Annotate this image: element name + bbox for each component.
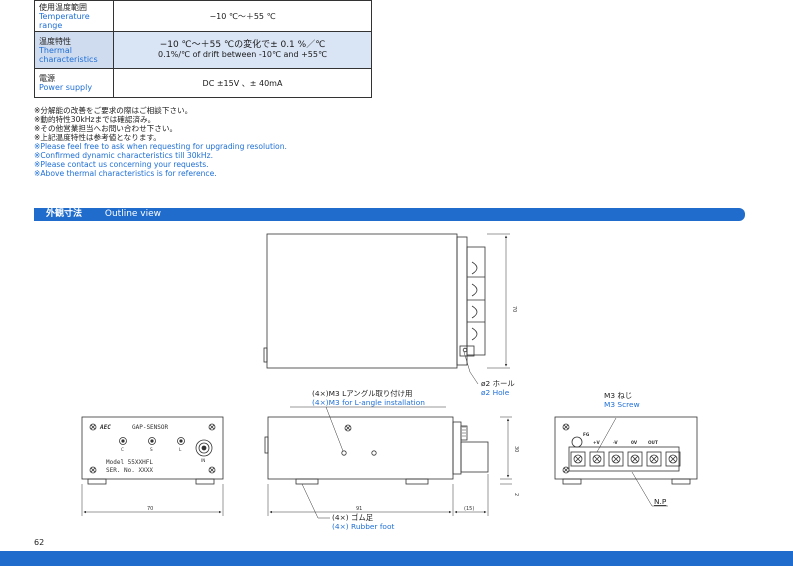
section-title-en: Outline view xyxy=(104,209,162,219)
terminal-screw-icon xyxy=(646,451,662,467)
terminal-screw-icon xyxy=(627,451,643,467)
section-title-jp: 外観寸法 xyxy=(46,209,83,219)
dim-15: (15) xyxy=(464,506,474,512)
screw-icon xyxy=(562,466,570,474)
spec-row-temperature: 使用温度範囲 Temperature range −10 ℃〜＋55 ℃ xyxy=(34,0,372,32)
terminal-screw-icon xyxy=(608,451,624,467)
section-header: 外観寸法 Outline view xyxy=(34,208,745,221)
spec-value-jp: −10 ℃〜＋55 ℃の変化で± 0.1 %／℃ xyxy=(159,40,326,50)
conn-label-in: IN xyxy=(201,458,205,463)
dim-30: 30 xyxy=(513,446,519,452)
panel-title: GAP-SENSOR xyxy=(132,424,169,431)
foot-callout-en: (4×) Rubber foot xyxy=(332,522,394,531)
spec-value: −10 ℃〜＋55 ℃の変化で± 0.1 %／℃ 0.1%/℃ of drift… xyxy=(113,31,372,69)
screw-icon xyxy=(344,424,352,432)
note-en: ※Please contact us concerning your reque… xyxy=(34,160,209,169)
dim-2: 2 xyxy=(513,493,519,496)
footer-bar xyxy=(0,551,793,566)
top-view xyxy=(263,233,510,385)
screw-icon xyxy=(89,466,97,474)
connector-icon xyxy=(119,437,127,445)
foot-callout-jp: (4×) ゴム足 xyxy=(332,513,374,522)
note-en: ※Above thermal characteristics is for re… xyxy=(34,169,217,178)
side-view xyxy=(264,406,512,519)
spec-label-en: Power supply xyxy=(39,83,93,92)
screw-callout-jp: M3 ねじ xyxy=(604,391,632,400)
mount-hole-icon xyxy=(341,450,347,456)
spec-label: 電源 Power supply xyxy=(34,68,114,98)
terminal-label-nv: -V xyxy=(613,440,618,445)
screw-callout-en: M3 Screw xyxy=(604,400,640,409)
spec-label-jp: 使用温度範囲 xyxy=(39,2,87,12)
note-jp: ※上記温度特性は参考値となります。 xyxy=(34,133,161,142)
outline-drawing: 70 ø2 ホール ø2 Hole (4×)M3 Lアングル取り付け用 (4×)… xyxy=(81,233,698,531)
connector-icon xyxy=(148,437,156,445)
bnc-connector-icon xyxy=(195,439,213,457)
spec-label-en: Thermal characteristics xyxy=(39,45,98,64)
terminal-label-fg: FG xyxy=(583,432,590,437)
langle-callout-en: (4×)M3 for L-angle installation xyxy=(312,398,425,407)
screw-icon xyxy=(208,423,216,431)
brand-logo: AEC xyxy=(99,424,111,431)
note-jp: ※動的特性30kHzまでは確認済み。 xyxy=(34,115,156,124)
panel-model: Model 55XXHFL xyxy=(106,459,153,466)
hole-icon xyxy=(462,347,468,353)
notes: ※分解能の改善をご要求の際はご相談下さい。 ※動的特性30kHzまでは確認済み。… xyxy=(34,106,287,178)
terminal-label-0v: 0V xyxy=(631,440,638,445)
spec-label-jp: 電源 xyxy=(39,74,55,83)
terminal-screw-icon xyxy=(589,451,605,467)
note-en: ※Please feel free to ask when requesting… xyxy=(34,142,287,151)
langle-callout-jp: (4×)M3 Lアングル取り付け用 xyxy=(312,389,412,398)
dim-70-front: 70 xyxy=(147,506,153,512)
spec-label-en: Temperature range xyxy=(39,11,90,30)
mount-hole-icon xyxy=(371,450,377,456)
spec-row-thermal: 温度特性 Thermal characteristics −10 ℃〜＋55 ℃… xyxy=(34,31,372,69)
fg-terminal-icon xyxy=(571,436,583,448)
spec-label-jp: 温度特性 xyxy=(39,36,71,46)
note-en: ※Confirmed dynamic characteristics till … xyxy=(34,151,214,160)
spec-table: 使用温度範囲 Temperature range −10 ℃〜＋55 ℃ 温度特… xyxy=(34,0,372,98)
spec-value-en: 0.1%/℃ of drift between -10℃ and +55℃ xyxy=(158,50,327,59)
conn-label-c: C xyxy=(121,447,124,452)
note-jp: ※分解能の改善をご要求の際はご相談下さい。 xyxy=(34,106,193,115)
spec-row-power: 電源 Power supply DC ±15V 、± 40mA xyxy=(34,68,372,98)
spec-value: DC ±15V 、± 40mA xyxy=(113,68,372,98)
np-label: N.P xyxy=(654,497,667,506)
spec-label: 使用温度範囲 Temperature range xyxy=(34,0,114,32)
terminal-screw-icon xyxy=(665,451,681,467)
terminal-label-out: OUT xyxy=(648,440,658,445)
spec-value: −10 ℃〜＋55 ℃ xyxy=(113,0,372,32)
front-panel-view xyxy=(81,416,224,516)
screw-icon xyxy=(562,423,570,431)
rear-view xyxy=(554,416,698,507)
conn-label-l: L xyxy=(179,447,182,452)
note-jp: ※その他営業担当へお問い合わせ下さい。 xyxy=(34,124,178,133)
dim-70-side: 70 xyxy=(511,306,517,312)
hole-callout-en: ø2 Hole xyxy=(481,388,510,397)
screw-icon xyxy=(89,423,97,431)
connector-icon xyxy=(177,437,185,445)
dim-91: 91 xyxy=(356,506,362,512)
terminal-label-pv: +V xyxy=(593,440,601,445)
conn-label-s: S xyxy=(150,447,153,452)
panel-serial: SER. No. XXXX xyxy=(106,467,153,474)
spec-label: 温度特性 Thermal characteristics xyxy=(34,31,114,69)
page-number: 62 xyxy=(34,538,45,547)
screw-icon xyxy=(208,466,216,474)
terminal-screw-icon xyxy=(570,451,586,467)
hole-callout-jp: ø2 ホール xyxy=(481,379,515,388)
